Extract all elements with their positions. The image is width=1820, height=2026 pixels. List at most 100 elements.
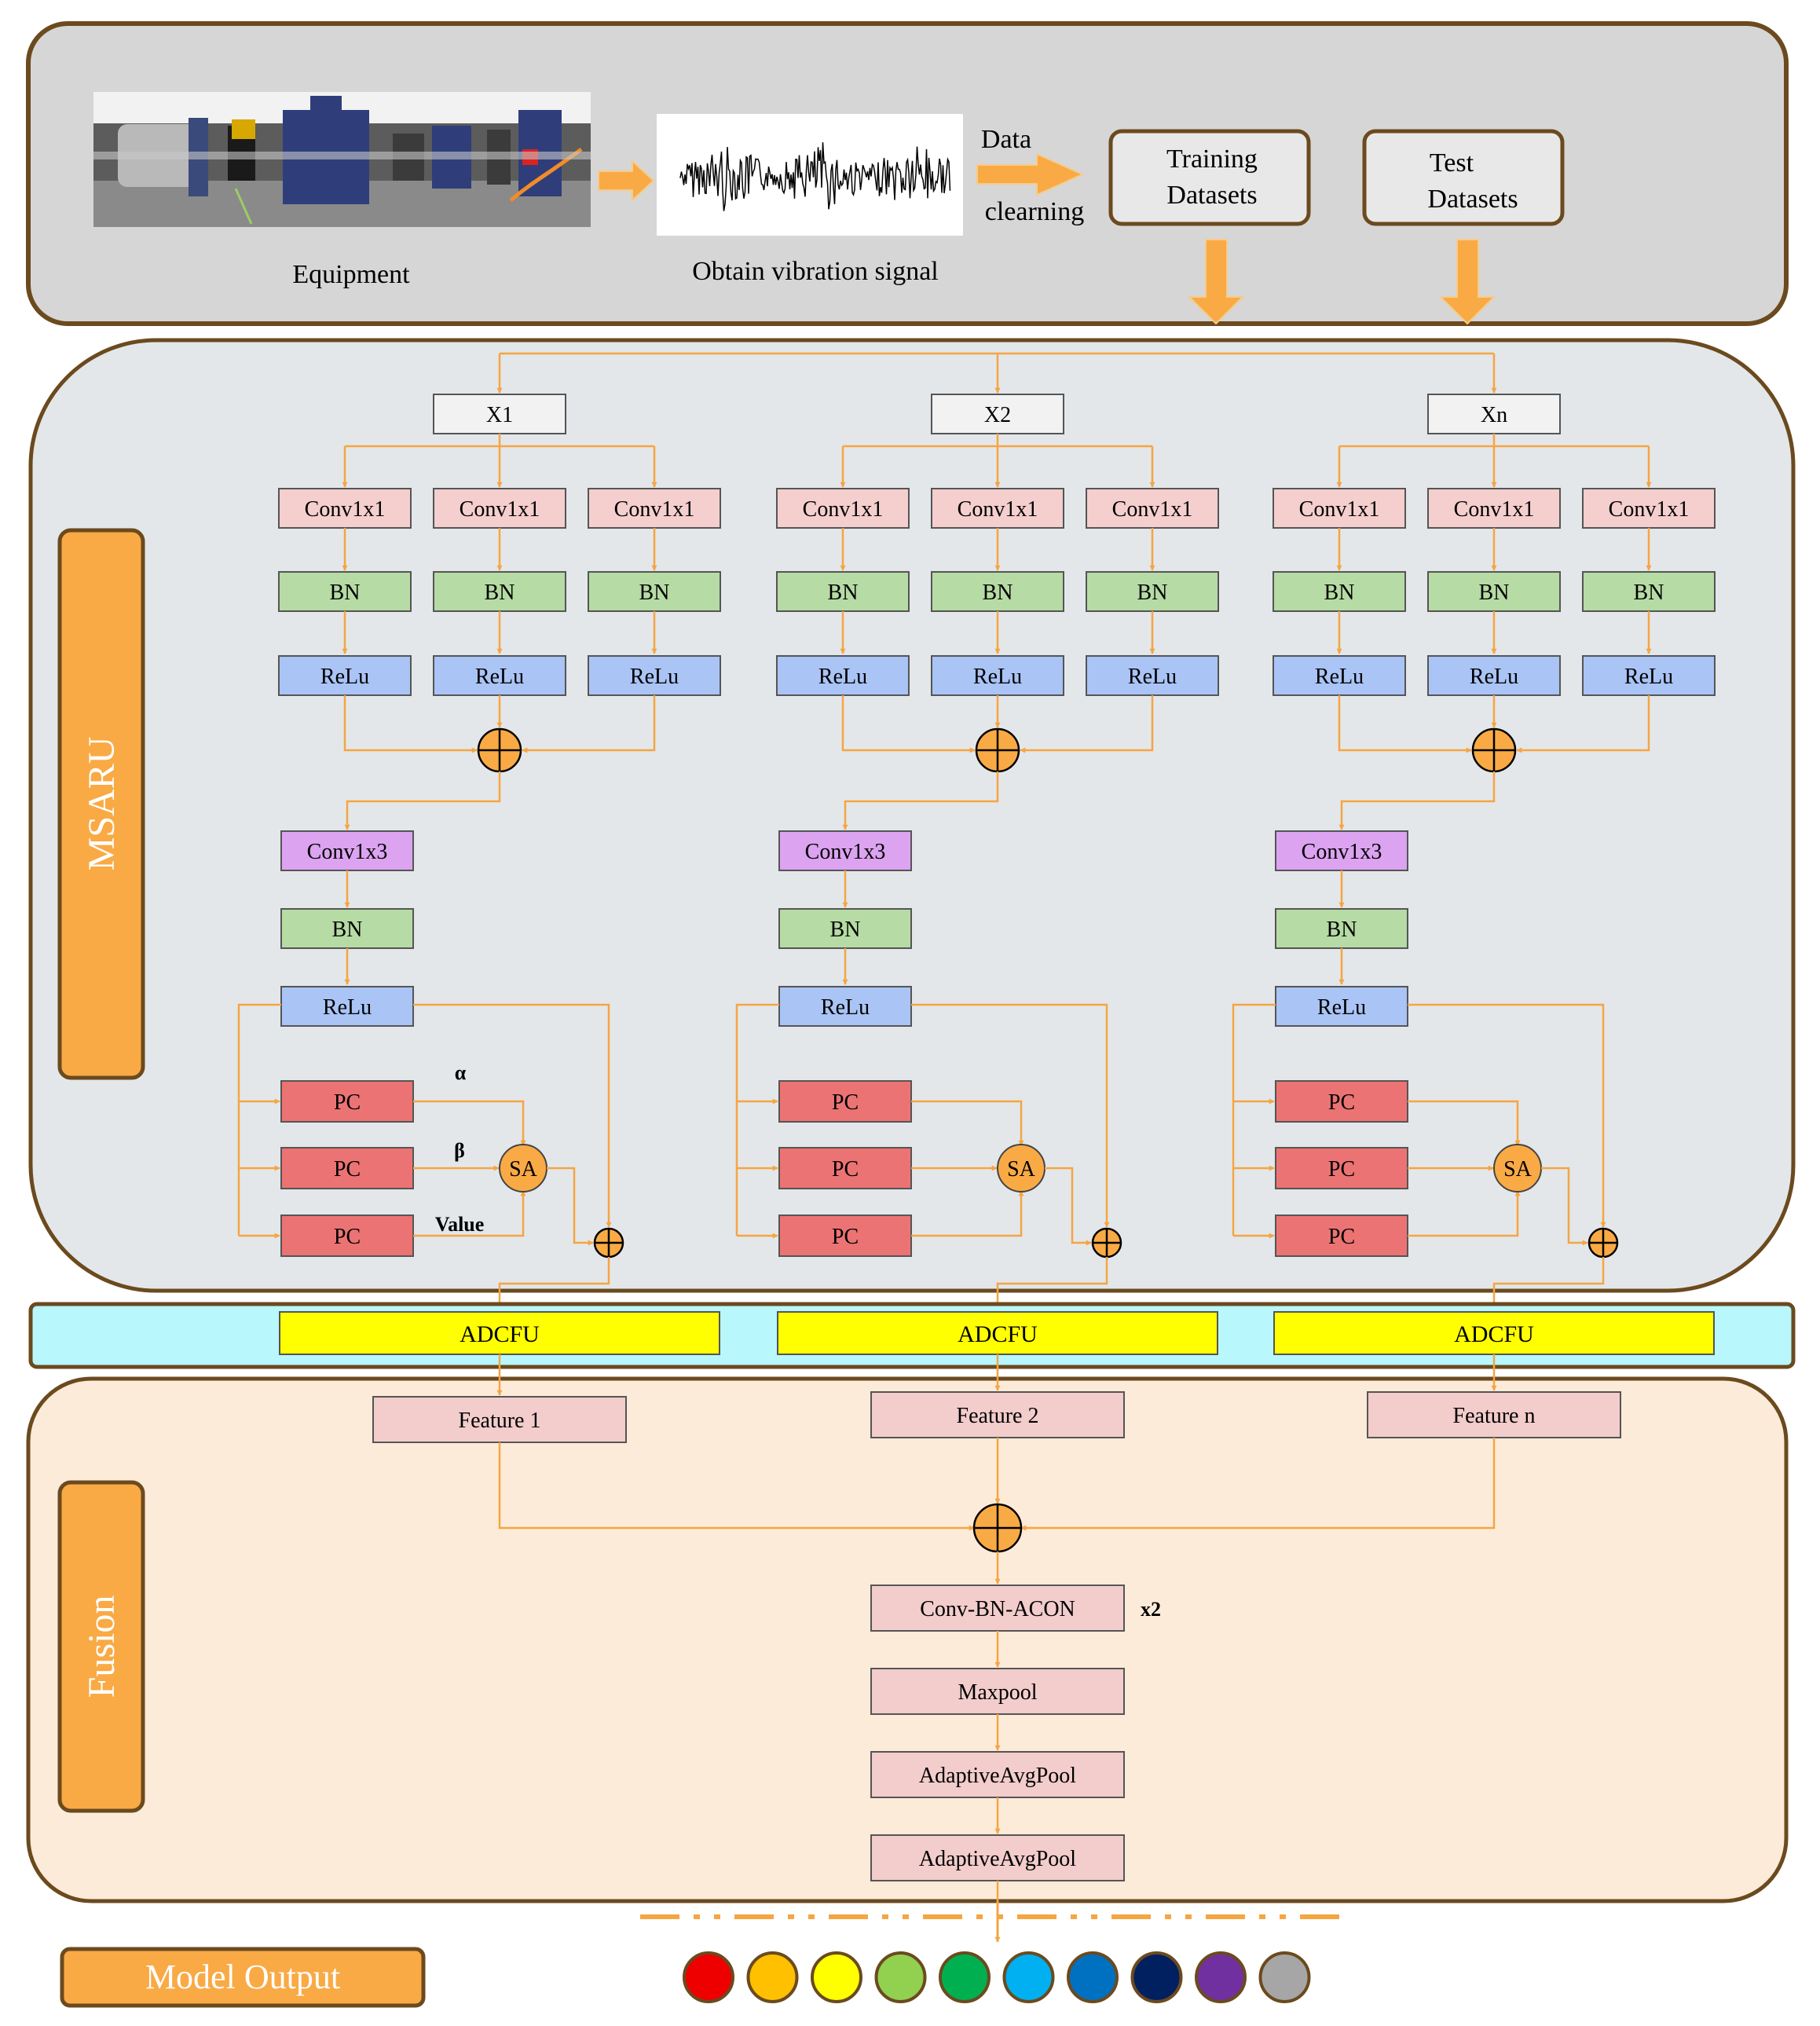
sa-to-residual: [1045, 1167, 1092, 1246]
pc-bus: [735, 1003, 779, 1236]
bn2-block-label: BN: [830, 918, 861, 942]
value-label: Value: [435, 1213, 485, 1236]
model-output-box: [60, 1947, 426, 2008]
residual-sum-node: [1587, 1227, 1619, 1258]
relu2-block: ReLu: [1275, 986, 1408, 1027]
sum-node: [477, 727, 522, 773]
bn-block: BN: [1273, 571, 1406, 612]
equipment-label: Equipment: [292, 260, 410, 289]
conv1x1-block: Conv1x1: [433, 488, 566, 529]
adcfu-label: ADCFU: [460, 1321, 540, 1347]
output-class-circle: [1130, 1951, 1183, 2003]
conv1x3-block-label: Conv1x3: [805, 840, 886, 864]
conv1x1-block-label: Conv1x1: [460, 497, 540, 522]
featuren-to-merge: [1020, 1438, 1496, 1531]
output-class-circle: [683, 1951, 734, 2003]
msaru-side-label-box: [57, 528, 145, 1080]
skip-connection: [911, 1003, 1110, 1228]
relu-block: ReLu: [1086, 655, 1219, 696]
bn-block-label: BN: [639, 581, 670, 605]
data-cleaning-label-line1: Data: [981, 125, 1031, 154]
pc-block-label: PC: [1328, 1090, 1355, 1115]
pc3-to-sa: [911, 1190, 1024, 1237]
model-output-label: Model Output: [145, 1958, 340, 1996]
conv1x1-block: Conv1x1: [1427, 488, 1561, 529]
adaptive-avgpool-1-block: AdaptiveAvgPool: [870, 1751, 1125, 1798]
pc-block: PC: [1275, 1147, 1408, 1189]
fusion-panel: [26, 1376, 1789, 1903]
feature-3: Feature n: [1367, 1391, 1621, 1438]
pc-block-label: PC: [334, 1225, 361, 1249]
fusion-side-label: Fusion: [81, 1596, 123, 1698]
pc1-to-sa: [413, 1100, 526, 1146]
equipment-image: [93, 92, 591, 227]
conv1x1-block-label: Conv1x1: [1609, 497, 1690, 522]
beta-label: β: [454, 1139, 465, 1162]
adaptive-avgpool-1-block-label: AdaptiveAvgPool: [919, 1764, 1076, 1788]
bn-block: BN: [1427, 571, 1561, 612]
relu-block-label: ReLu: [1128, 665, 1177, 689]
relu-block: ReLu: [1273, 655, 1406, 696]
residual-sum-node: [1091, 1227, 1122, 1258]
relu-block: ReLu: [433, 655, 566, 696]
relu-block-label: ReLu: [1624, 665, 1673, 689]
adaptive-avgpool-2-block: AdaptiveAvgPool: [870, 1834, 1125, 1881]
input-box-label: X2: [984, 403, 1011, 427]
output-class-circle: [1195, 1951, 1247, 2003]
branch-3: XnConv1x1BNReLuConv1x1BNReLuConv1x1BNReL…: [1232, 394, 1716, 1310]
sum-in-right: [1020, 695, 1154, 753]
pc-block-label: PC: [832, 1225, 859, 1249]
adcfu-1: ADCFU: [279, 1311, 720, 1355]
relu-block: ReLu: [278, 655, 412, 696]
arrow-to-conv1x3: [842, 771, 999, 830]
pc-block: PC: [1275, 1215, 1408, 1257]
vibration-signal-label: Obtain vibration signal: [692, 257, 939, 286]
pc-block: PC: [778, 1215, 912, 1257]
bn-block: BN: [776, 571, 910, 612]
arrow-equipment-to-signal: [598, 159, 655, 203]
adaptive-avgpool-2-block-label: AdaptiveAvgPool: [919, 1847, 1076, 1871]
bn-block-label: BN: [1137, 581, 1168, 605]
adcfu-2: ADCFU: [777, 1311, 1218, 1355]
arrow-data-cleaning: [976, 152, 1085, 196]
sum-in-left: [841, 695, 976, 753]
bn-block-label: BN: [1634, 581, 1664, 605]
relu2-block-label: ReLu: [323, 995, 372, 1020]
conv1x1-block: Conv1x1: [931, 488, 1064, 529]
conv1x3-block: Conv1x3: [280, 830, 414, 871]
relu-block-label: ReLu: [973, 665, 1022, 689]
pc-bus: [237, 1003, 281, 1236]
pc3-to-sa: [1408, 1190, 1521, 1237]
output-class-circle: [811, 1951, 862, 2003]
training-datasets-line2: Datasets: [1166, 181, 1257, 210]
pc-block: PC: [280, 1080, 414, 1123]
bn-block-label: BN: [330, 581, 361, 605]
sa-label: SA: [509, 1157, 538, 1182]
output-class-circle: [746, 1951, 799, 2003]
repeat-label: x2: [1141, 1598, 1161, 1621]
conv1x3-block: Conv1x3: [1275, 830, 1408, 871]
arrow-to-adcfu: [1491, 1257, 1605, 1310]
relu-block-label: ReLu: [320, 665, 369, 689]
input-box: X1: [433, 394, 566, 434]
pc-block: PC: [280, 1147, 414, 1189]
bn2-block-label: BN: [1327, 918, 1357, 942]
output-class-circle: [1002, 1951, 1055, 2003]
residual-sum-node: [593, 1227, 624, 1258]
feature-2: Feature 2: [870, 1391, 1125, 1438]
conv1x1-block: Conv1x1: [776, 488, 910, 529]
branch-1: X1Conv1x1BNReLuConv1x1BNReLuConv1x1BNReL…: [237, 394, 721, 1310]
bn-block-label: BN: [828, 581, 859, 605]
pc-block-label: PC: [334, 1090, 361, 1115]
relu-block: ReLu: [931, 655, 1064, 696]
feature1-to-merge: [498, 1442, 975, 1531]
bn2-block-label: BN: [332, 918, 363, 942]
bn-block: BN: [931, 571, 1064, 612]
pc-block-label: PC: [832, 1090, 859, 1115]
pc-block-label: PC: [1328, 1225, 1355, 1249]
input-box-label: Xn: [1481, 403, 1507, 427]
test-datasets-box: [1362, 129, 1565, 226]
relu-block-label: ReLu: [630, 665, 679, 689]
sum-in-left: [1338, 695, 1472, 753]
